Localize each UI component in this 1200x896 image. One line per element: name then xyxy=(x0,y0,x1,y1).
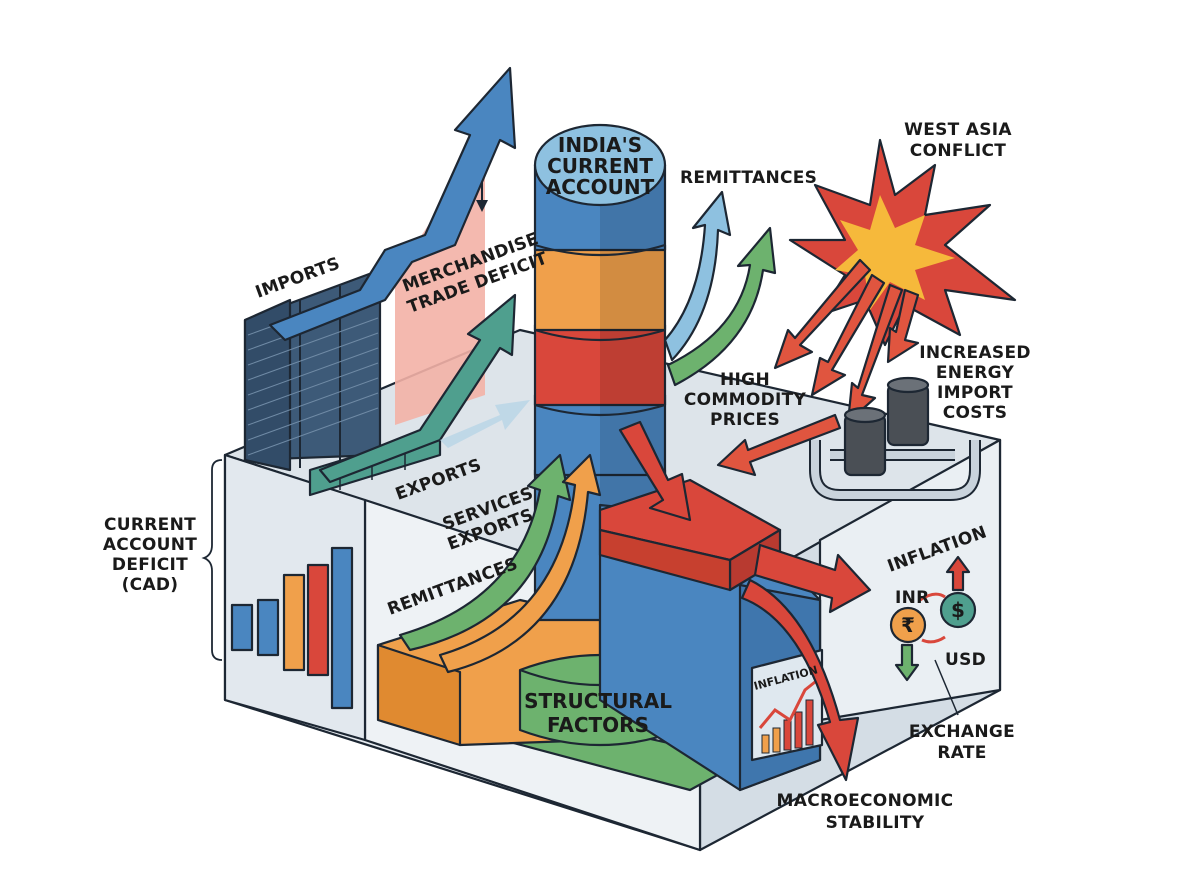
west-asia-conflict-line2: CONFLICT xyxy=(910,141,1007,161)
exchange-rate-pointer xyxy=(934,659,959,716)
red-flow-block-front xyxy=(598,528,732,592)
high-commodity-line3: PRICES xyxy=(710,410,780,430)
macro-stability-line1: MACROECONOMIC xyxy=(777,791,954,811)
cad-line1: CURRENT xyxy=(104,515,196,535)
conflict-arrows xyxy=(716,258,920,477)
exchange-rate-line1: EXCHANGE xyxy=(909,722,1015,742)
structural-factors-line2: FACTORS xyxy=(547,713,649,737)
dollar-symbol: $ xyxy=(951,598,965,622)
macro-red-arrow xyxy=(740,578,860,782)
oil-barrels xyxy=(809,376,981,501)
cad-bar-chart xyxy=(230,546,354,710)
cylinder-red-arrow xyxy=(618,420,692,522)
deficit-down-arrowhead xyxy=(476,200,488,212)
dollar-coin-icon xyxy=(939,591,977,629)
usd-up-arrow-icon xyxy=(945,555,971,592)
remittances-top-label: REMITTANCES xyxy=(680,168,817,188)
cad-line3: DEFICIT xyxy=(112,555,188,575)
exchange-rate-icons: ₹ $ xyxy=(889,555,977,716)
bar-4 xyxy=(306,563,330,677)
imports-arrow xyxy=(268,66,517,342)
macro-stability-line2: STABILITY xyxy=(826,813,925,833)
cad-line4: (CAD) xyxy=(122,575,179,595)
exports-arrow xyxy=(318,293,517,484)
high-commodity-line1: HIGH xyxy=(720,370,770,390)
inflation-red-arrow xyxy=(753,543,872,614)
exchange-arrows-icon xyxy=(919,592,946,644)
remittances-top-arrow-1 xyxy=(663,190,732,362)
inr-label: INR xyxy=(895,588,930,608)
usd-label: USD xyxy=(945,650,986,670)
high-commodity-line2: COMMODITY xyxy=(684,390,807,410)
increased-energy-line3: IMPORT xyxy=(937,383,1013,403)
increased-energy-line1: INCREASED xyxy=(919,343,1031,363)
bar-1 xyxy=(230,603,254,652)
increased-energy-line2: ENERGY xyxy=(936,363,1015,383)
cylinder-title: INDIA'S CURRENT ACCOUNT xyxy=(546,133,655,199)
rupee-coin-icon xyxy=(889,606,927,644)
bar-3 xyxy=(282,573,306,672)
remittances-top-arrow-2 xyxy=(666,226,777,387)
increased-energy-line4: COSTS xyxy=(943,403,1008,423)
conflict-explosion-core xyxy=(835,195,955,310)
services-exports-arrow xyxy=(398,453,572,652)
exchange-rate-line2: RATE xyxy=(937,743,986,763)
bar-2 xyxy=(256,598,280,657)
india-current-account-line2: CURRENT xyxy=(547,154,653,178)
cad-line2: ACCOUNT xyxy=(103,535,197,555)
exports-light-arrow xyxy=(440,400,530,448)
bar-5 xyxy=(330,546,354,710)
remittances-left-arrow xyxy=(438,453,602,674)
rupee-symbol: ₹ xyxy=(901,613,915,637)
india-current-account-line1: INDIA'S xyxy=(558,133,642,157)
west-asia-conflict-line1: WEST ASIA xyxy=(904,120,1012,140)
inr-down-arrow-icon xyxy=(894,643,920,682)
structural-factors-line1: STRUCTURAL xyxy=(524,689,672,713)
inflation-mini-chart xyxy=(750,648,824,762)
india-current-account-line3: ACCOUNT xyxy=(546,175,655,199)
cad-bracket xyxy=(201,459,223,661)
